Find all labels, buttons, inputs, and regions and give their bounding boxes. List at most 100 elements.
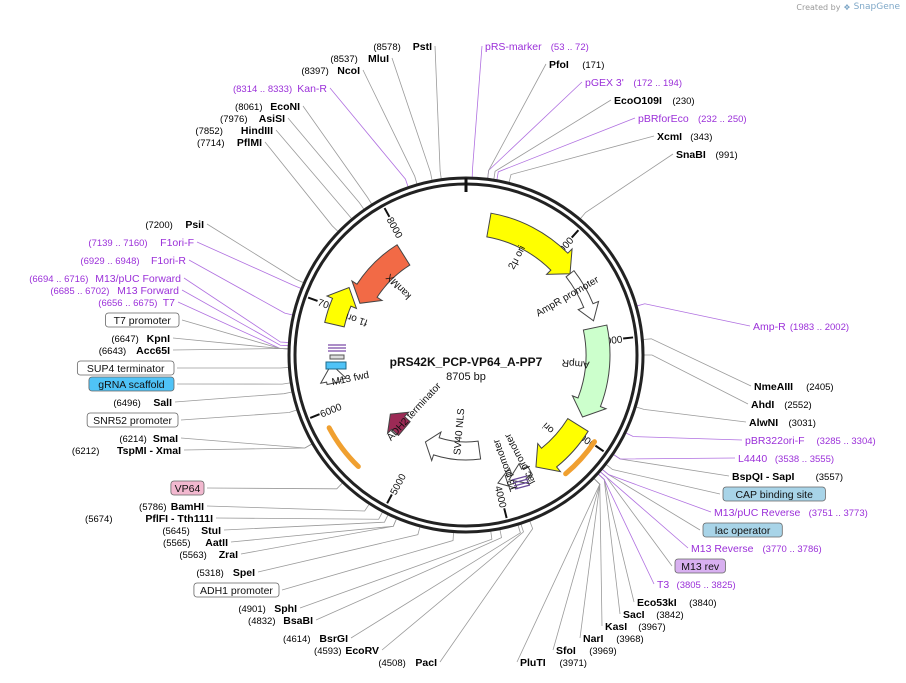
label-bspqi-sapi[interactable]: BspQI - SapI(3557)	[732, 471, 843, 483]
feature-ampr-promoter[interactable]	[565, 269, 600, 322]
label-stui[interactable]: StuI(5645)	[162, 525, 221, 537]
label-hindiii[interactable]: HindIII(7852)	[195, 125, 273, 137]
label-pflfi-tth111i[interactable]: PflFI - Tth111I(5674)	[85, 513, 213, 525]
leader-line	[172, 348, 289, 351]
label-ncoi[interactable]: NcoI(8397)	[301, 65, 360, 77]
label-lac-operator[interactable]: lac operator	[702, 522, 783, 538]
label-m13-puc-forward[interactable]: M13/pUC Forward(6694 .. 6716)	[29, 273, 181, 285]
label-pluti[interactable]: PluTI(3971)	[520, 657, 587, 669]
feature-label-2-ori: 2μ ori	[507, 244, 528, 271]
label-saci[interactable]: SacI(3842)	[623, 609, 684, 621]
leader-line	[206, 223, 304, 283]
label-name: AlwNI	[749, 417, 778, 429]
leader-line	[183, 277, 289, 343]
leader-line	[636, 406, 747, 423]
label-name: AhdI	[751, 399, 774, 411]
label-smai[interactable]: SmaI(6214)	[119, 433, 178, 445]
label-l4440[interactable]: L4440(3538 .. 3555)	[738, 453, 834, 465]
leader-line	[240, 518, 397, 555]
feature-t3-promoter[interactable]	[497, 466, 519, 490]
label-nmeaiii[interactable]: NmeAIII(2405)	[754, 381, 834, 393]
label-t3[interactable]: T3(3805 .. 3825)	[657, 579, 736, 591]
label-position: (3968)	[616, 634, 643, 645]
label-asisi[interactable]: AsiSI(7976)	[220, 113, 285, 125]
credit-text: Created by	[796, 2, 841, 12]
leader-line	[181, 289, 289, 347]
label-sfoi[interactable]: SfoI(3969)	[556, 645, 617, 657]
label-eco53ki[interactable]: Eco53kI(3840)	[637, 597, 717, 609]
label-m13-puc-reverse[interactable]: M13/pUC Reverse(3751 .. 3773)	[714, 507, 868, 519]
label-sphi[interactable]: SphI(4901)	[238, 603, 297, 615]
label-pbrforeco[interactable]: pBRforEco(232 .. 250)	[638, 113, 747, 125]
label-name: XcmI	[657, 131, 682, 143]
label-name: AsiSI	[259, 113, 285, 125]
label-sali[interactable]: SalI(6496)	[113, 397, 172, 409]
feature-ori[interactable]	[535, 417, 589, 473]
label-kasi[interactable]: KasI(3967)	[605, 621, 666, 633]
feature-kanmx[interactable]	[350, 244, 411, 304]
label-ahdi[interactable]: AhdI(2552)	[751, 399, 812, 411]
label-alwni[interactable]: AlwNI(3031)	[749, 417, 816, 429]
label-aatii[interactable]: AatII(5565)	[163, 537, 228, 549]
label-zrai[interactable]: ZraI(5563)	[179, 549, 238, 561]
label-position: (7139 .. 7160)	[88, 238, 147, 249]
label-grna-scaffold[interactable]: gRNA scaffold	[88, 376, 175, 392]
tick-mark	[383, 207, 391, 218]
label-m13-reverse[interactable]: M13 Reverse(3770 .. 3786)	[691, 543, 822, 555]
label-position: (6685 .. 6702)	[50, 286, 109, 297]
label-f1ori-f[interactable]: F1ori-F(7139 .. 7160)	[88, 237, 194, 249]
feature-lac-promoter[interactable]	[508, 462, 534, 485]
label-bamhi[interactable]: BamHI(5786)	[139, 501, 204, 513]
label-psti[interactable]: PstI(8578)	[373, 41, 432, 53]
snapgene-logo-icon: ❖	[843, 2, 851, 12]
label-econi[interactable]: EcoNI(8061)	[235, 101, 300, 113]
label-name: pRS-marker	[485, 41, 542, 53]
leader-line	[600, 471, 673, 567]
label-position: (6496)	[113, 398, 140, 409]
label-t7-promoter[interactable]: T7 promoter	[105, 312, 180, 328]
label-sup4-terminator[interactable]: SUP4 terminator	[76, 360, 175, 376]
tick-mark	[386, 494, 393, 504]
label-pflmi[interactable]: PflMI(7714)	[197, 137, 262, 149]
label-vp64[interactable]: VP64	[170, 480, 205, 496]
feature-adh2-terminator[interactable]	[386, 411, 411, 437]
tick-label: 5000	[389, 472, 409, 497]
leader-line	[613, 454, 730, 477]
label-mlui[interactable]: MluI(8537)	[330, 53, 389, 65]
label-t7[interactable]: T7(6656 .. 6675)	[98, 297, 175, 309]
label-xcmi[interactable]: XcmI(343)	[657, 131, 712, 143]
label-m13-forward[interactable]: M13 Forward(6685 .. 6702)	[50, 285, 179, 297]
label-nari[interactable]: NarI(3968)	[583, 633, 644, 645]
feature-f1-ori[interactable]	[324, 286, 358, 328]
label-f1ori-r[interactable]: F1ori-R(6929 .. 6948)	[80, 255, 186, 267]
label-bsabi[interactable]: BsaBI(4832)	[248, 615, 313, 627]
label-pbr322ori-f[interactable]: pBR322ori-F(3285 .. 3304)	[745, 435, 876, 447]
label-snabi[interactable]: SnaBI(991)	[676, 149, 738, 161]
feature-m13-fwd[interactable]	[319, 363, 348, 386]
label-adh1-promoter[interactable]: ADH1 promoter	[193, 582, 280, 598]
label-pfoi[interactable]: PfoI(171)	[549, 59, 604, 71]
label-bsrgi[interactable]: BsrGI(4614)	[283, 633, 348, 645]
feature-sv40-nls[interactable]	[424, 430, 482, 463]
label-m13-rev[interactable]: M13 rev	[674, 558, 726, 574]
leader-line	[580, 153, 674, 219]
label-spei[interactable]: SpeI(5318)	[196, 567, 255, 579]
label-amp-r[interactable]: Amp-R(1983 .. 2002)	[753, 321, 849, 333]
label-psii[interactable]: PsiI(7200)	[145, 219, 204, 231]
label-position: (3840)	[689, 598, 716, 609]
label-ecorv[interactable]: EcoRV(4593)	[314, 645, 379, 657]
feature-ampr[interactable]	[571, 324, 611, 418]
feature-2-ori[interactable]	[486, 212, 573, 275]
label-kpni[interactable]: KpnI(6647)	[111, 333, 170, 345]
label-ecoo109i[interactable]: EcoO109I(230)	[614, 95, 695, 107]
label-paci[interactable]: PacI(4508)	[378, 657, 437, 669]
label-cap-binding-site[interactable]: CAP binding site	[722, 486, 826, 502]
label-pgex-3[interactable]: pGEX 3'(172 .. 194)	[585, 77, 682, 89]
label-acc65i[interactable]: Acc65I(6643)	[99, 345, 170, 357]
label-prs-marker[interactable]: pRS-marker(53 .. 72)	[485, 41, 589, 53]
leader-line	[174, 391, 292, 403]
label-name: SfoI	[556, 645, 576, 657]
label-tspmi-xmai[interactable]: TspMI - XmaI(6212)	[72, 445, 181, 457]
label-snr52-promoter[interactable]: SNR52 promoter	[86, 412, 179, 428]
label-kan-r[interactable]: Kan-R(8314 .. 8333)	[233, 83, 327, 95]
